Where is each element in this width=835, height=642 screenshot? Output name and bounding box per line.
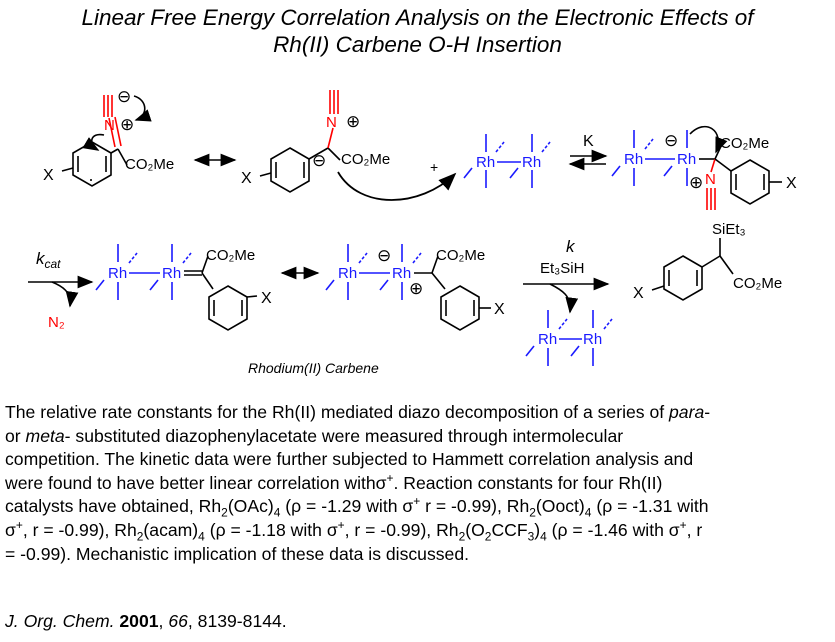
reaction-scheme: X CO₂Me N ⊕ ⊖ X CO₂Me ⊖ N ⊕ — [28, 87, 797, 376]
carbene-caption: Rhodium(II) Carbene — [248, 360, 379, 376]
ester-label-1: CO₂Me — [125, 156, 174, 173]
substituent-x-5: X — [494, 301, 505, 318]
minus-charge-4: ⊖ — [377, 246, 391, 265]
rate-kcat-label: kcat — [36, 249, 61, 271]
benzene-ring-6 — [663, 255, 703, 301]
rh-atom-4a: Rh — [338, 265, 357, 282]
title-line-2: Rh(II) Carbene O-H Insertion — [273, 32, 562, 57]
benzene-ring-1 — [72, 141, 112, 187]
rh2-catalyst: Rh Rh — [463, 134, 551, 188]
minus-charge-1: ⊖ — [117, 87, 131, 106]
citation-year: 2001 — [119, 611, 159, 631]
plus-charge-2: ⊕ — [346, 112, 360, 131]
rh-atom-5a: Rh — [538, 331, 557, 348]
substituent-x-3: X — [786, 175, 797, 192]
ester-label-3: CO₂Me — [720, 135, 769, 152]
slide-title: Linear Free Energy Correlation Analysis … — [0, 4, 835, 58]
benzene-ring-2 — [270, 147, 310, 193]
plus-charge-4: ⊕ — [409, 279, 423, 298]
n2-loss-arrow — [51, 281, 79, 308]
plus-charge-3: ⊕ — [689, 173, 703, 192]
rhodium-carbene-structure: Rh Rh CO₂Me X — [95, 244, 272, 331]
diazo-n-3: N — [705, 171, 716, 188]
journal-name: J. Org. Chem. — [5, 611, 115, 631]
citation-pages: , 8139-8144. — [187, 611, 287, 631]
substituent-x-2: X — [241, 170, 252, 187]
substituent-x-4: X — [261, 290, 272, 307]
substituent-x-1: X — [43, 167, 54, 184]
rh-diazonium-adduct: Rh Rh ⊖ CO₂Me N ⊕ X — [611, 125, 797, 210]
equilibrium-constant-k: K — [583, 133, 594, 150]
rh-atom-3a: Rh — [108, 265, 127, 282]
rh-atom-4b: Rh — [392, 265, 411, 282]
rh-atom-5b: Rh — [583, 331, 602, 348]
n2-product: N₂ — [48, 314, 65, 331]
attack-arrow — [337, 171, 457, 201]
diazo-ester-structure: X CO₂Me N ⊕ ⊖ — [43, 87, 174, 187]
rh-atom-1a: Rh — [476, 154, 495, 171]
benzene-ring-4 — [208, 285, 248, 331]
minus-charge-2: ⊖ — [312, 151, 326, 170]
diazo-n-1: N — [104, 117, 115, 134]
benzene-ring-3 — [730, 159, 770, 205]
curved-arrow-3 — [689, 125, 728, 154]
citation-volume: 66 — [168, 611, 188, 631]
minus-charge-3: ⊖ — [664, 131, 678, 150]
title-line-1: Linear Free Energy Correlation Analysis … — [81, 5, 754, 30]
plus-sign: + — [430, 159, 438, 175]
rh-atom-3b: Rh — [162, 265, 181, 282]
ester-label-2: CO₂Me — [341, 151, 390, 168]
silyl-group: SiEt₃ — [712, 221, 746, 238]
rate-k-label: k — [566, 237, 576, 256]
rh-atom-1b: Rh — [522, 154, 541, 171]
abstract-text: The relative rate constants for the Rh(I… — [5, 402, 711, 564]
rh2-catalyst-released: Rh Rh — [525, 310, 613, 366]
curved-arrow-1 — [133, 95, 152, 122]
ester-label-6: CO₂Me — [733, 275, 782, 292]
reagent-et3sih: Et₃SiH — [540, 260, 584, 277]
rh-atom-2a: Rh — [624, 151, 643, 168]
ester-label-4: CO₂Me — [206, 247, 255, 264]
rh-atom-2b: Rh — [677, 151, 696, 168]
ester-label-5: CO₂Me — [436, 247, 485, 264]
citation: J. Org. Chem. 2001, 66, 8139-8144. — [5, 611, 287, 631]
catalyst-release-arrow — [549, 283, 579, 314]
curved-arrow-2 — [82, 133, 105, 151]
benzene-ring-5 — [440, 285, 480, 331]
substituent-x-6: X — [633, 285, 644, 302]
diazo-n-2: N — [326, 114, 337, 131]
silane-insertion-product: X SiEt₃ CO₂Me — [633, 221, 782, 302]
rhodium-carbene-zwitterion: Rh Rh ⊖ CO₂Me ⊕ X — [325, 244, 505, 331]
diazonium-ylide-structure: X CO₂Me ⊖ N ⊕ — [241, 90, 457, 201]
plus-charge-1: ⊕ — [120, 115, 134, 134]
